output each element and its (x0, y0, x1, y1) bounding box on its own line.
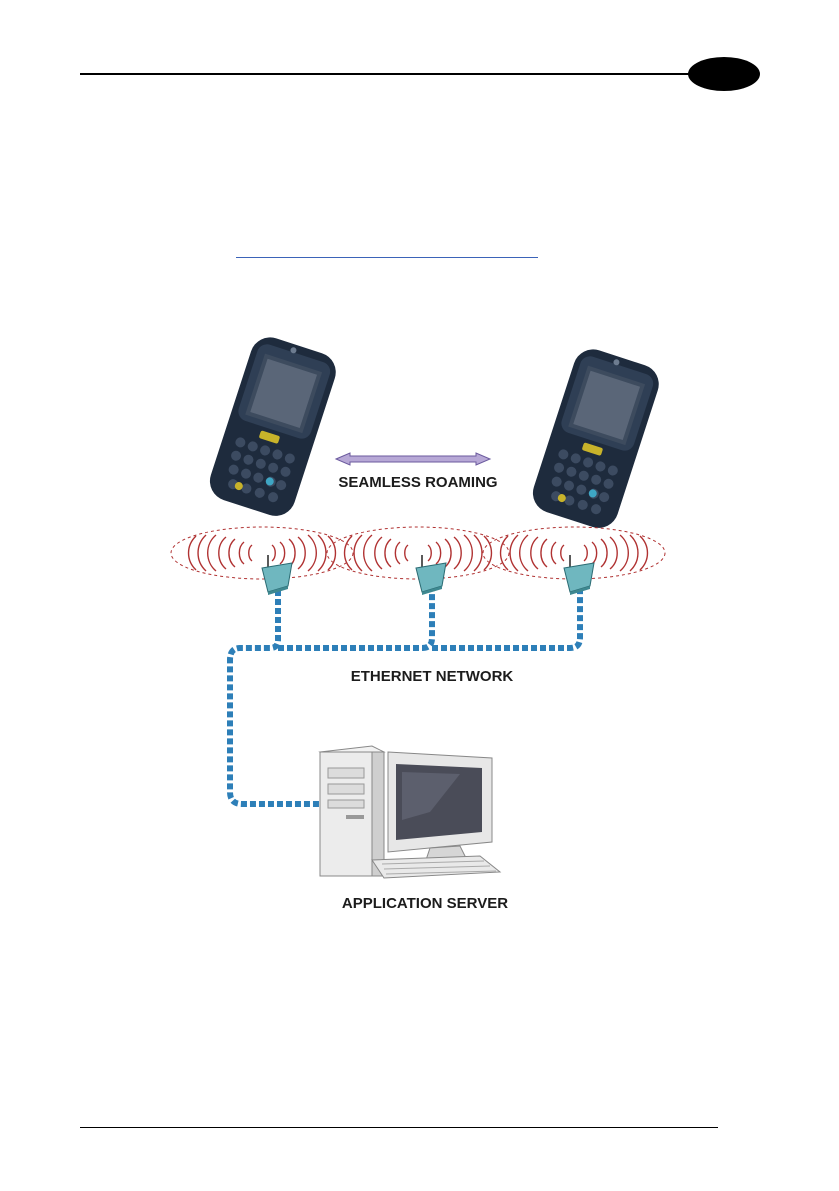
handheld-computer-left (205, 332, 341, 521)
access-point-icon (262, 555, 292, 595)
access-point-icon (564, 555, 594, 595)
handheld-computer-right (528, 344, 664, 533)
application-server-label: APPLICATION SERVER (342, 895, 508, 912)
access-point-icon (416, 555, 446, 595)
server-computer-icon (320, 746, 500, 878)
footer-rule (80, 1127, 718, 1128)
roaming-arrow (336, 453, 490, 465)
ethernet-network-label: ETHERNET NETWORK (351, 668, 514, 685)
seamless-roaming-label: SEAMLESS ROAMING (338, 474, 497, 491)
